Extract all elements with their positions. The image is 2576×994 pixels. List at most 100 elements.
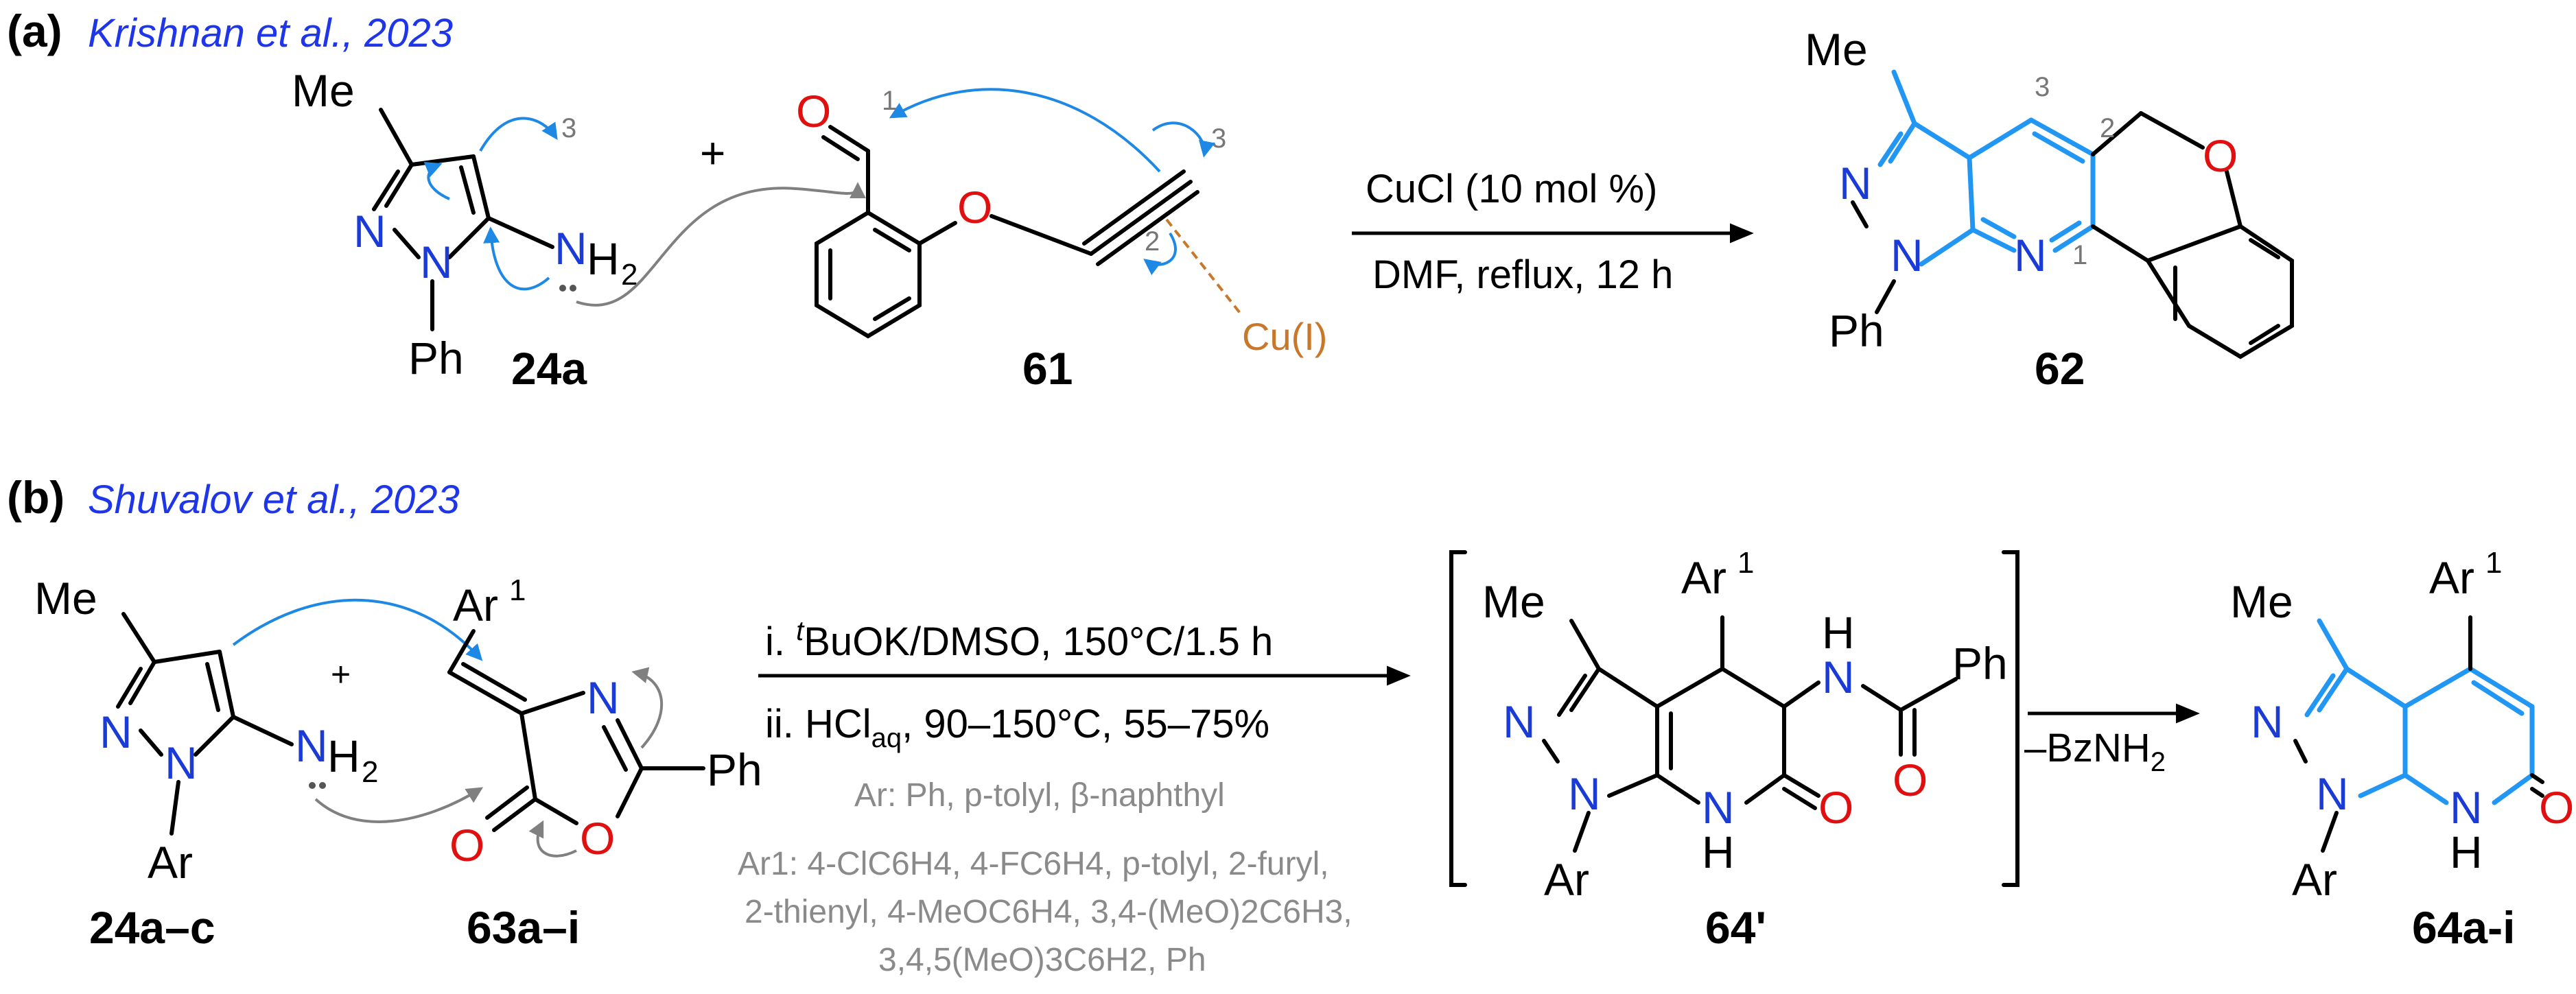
position-number: 1	[2072, 240, 2087, 270]
position-number: 3	[2035, 72, 2050, 102]
bond	[2049, 220, 2082, 243]
bond	[1089, 180, 1193, 256]
bond	[393, 228, 421, 259]
position-number: 1	[882, 86, 897, 116]
curved-arrow	[576, 182, 866, 307]
atom-ph: Ph	[707, 744, 762, 795]
atom-n: N	[165, 737, 198, 788]
bond	[519, 691, 585, 715]
compound-24a: Me N N Ph N H 2 3 24a	[292, 65, 866, 394]
bond	[384, 163, 414, 208]
atom-n: N	[1890, 230, 1923, 281]
position-number: 3	[561, 113, 576, 143]
curved-arrow	[889, 88, 1161, 173]
bond	[1877, 131, 1904, 167]
bond	[1569, 619, 1601, 671]
bond	[1542, 739, 1560, 764]
bond	[2052, 224, 2096, 253]
bond	[139, 729, 163, 757]
bond	[519, 711, 537, 801]
bond	[2402, 666, 2473, 709]
bond	[1891, 69, 1917, 126]
bond	[2321, 811, 2339, 853]
bond	[2249, 238, 2280, 259]
bond	[1096, 190, 1199, 266]
bond	[1888, 121, 1917, 164]
curved-arrow	[631, 667, 664, 749]
atom-o: O	[580, 813, 615, 864]
bond	[1597, 667, 1659, 709]
atom-me: Me	[2230, 576, 2293, 627]
atom-me: Me	[292, 65, 355, 116]
compound-label: 62	[2035, 343, 2085, 394]
bond	[487, 216, 554, 249]
bond	[917, 221, 957, 246]
curved-arrow	[232, 598, 483, 661]
curved-arrow	[1151, 121, 1215, 158]
compound-64-prime: Me Ar 1 N N Ar	[1482, 546, 2008, 953]
bond	[1861, 684, 1903, 712]
subscript: 2	[362, 755, 378, 789]
lone-pair-dot	[319, 782, 326, 789]
bond	[533, 797, 578, 825]
bond	[2492, 772, 2535, 805]
bond	[152, 650, 222, 664]
bond	[1569, 667, 1601, 712]
position-number: 2	[1145, 226, 1160, 257]
atom-ph: Ph	[1829, 305, 1884, 356]
bond	[2139, 111, 2205, 150]
atom-n: N	[587, 672, 620, 723]
atom-ar1: Ar	[2429, 552, 2474, 603]
panel-a-letter: (a)	[7, 5, 62, 56]
atom-o: O	[2203, 130, 2238, 181]
elimination-label: –BzNH2	[2024, 726, 2166, 777]
atom-o: O	[796, 86, 831, 137]
bond	[2358, 772, 2408, 798]
atom-o: O	[1818, 782, 1853, 833]
compound-63a-i: Ar 1 N O O Ph 63a–i	[447, 573, 762, 953]
atom-o: O	[1893, 755, 1928, 805]
position-number: 2	[2100, 113, 2115, 143]
atom-ph: Ph	[1952, 638, 2008, 689]
bond	[1782, 787, 1817, 810]
lone-pair-dot	[559, 285, 566, 292]
bond	[2402, 772, 2449, 805]
compound-label: 64a-i	[2412, 902, 2515, 953]
atom-h: H	[1822, 607, 1855, 658]
atom-ph: Ph	[408, 333, 464, 383]
compound-label: 61	[1022, 343, 1073, 394]
bond	[169, 780, 180, 836]
bond	[218, 650, 235, 719]
condition-line: CuCl (10 mol %)	[1366, 167, 1657, 211]
substituent-ar: Ar: Ph, p-tolyl, β-naphthyl	[854, 777, 1225, 814]
atom-me: Me	[1805, 24, 1868, 75]
atom-n: N	[1503, 696, 1536, 747]
bond	[372, 169, 400, 211]
bond	[1607, 773, 1659, 798]
bond	[459, 165, 476, 215]
atom-n: N	[1568, 768, 1601, 819]
atom-n: N	[99, 707, 132, 757]
bond	[1851, 200, 1869, 228]
atom-n: N	[353, 206, 386, 257]
atom-n: N	[2251, 696, 2284, 747]
panel-b: (b) Shuvalov et al., 2023 Me N N Ar N H …	[7, 472, 2574, 978]
bond	[121, 612, 156, 664]
atom-h: H	[1702, 827, 1735, 877]
bond	[828, 125, 870, 153]
curved-arrow	[483, 226, 550, 291]
position-number: 3	[1211, 123, 1226, 154]
atom-n: N	[1822, 652, 1855, 702]
atom-h: H	[2450, 827, 2483, 877]
bond	[1875, 279, 1896, 314]
atom-ar1: Ar	[1681, 552, 1726, 603]
bond	[2225, 169, 2243, 228]
atom-o: O	[2539, 782, 2574, 833]
atom-ar: Ar	[1544, 854, 1589, 905]
atom-ar1: Ar	[453, 580, 498, 630]
atom-ar: Ar	[148, 837, 193, 888]
substituent-ar1-line: 2-thienyl, 4-MeOC6H4, 3,4-(MeO)2C6H3,	[745, 894, 1353, 930]
atom-me: Me	[1482, 576, 1545, 627]
curved-arrow	[423, 162, 450, 200]
